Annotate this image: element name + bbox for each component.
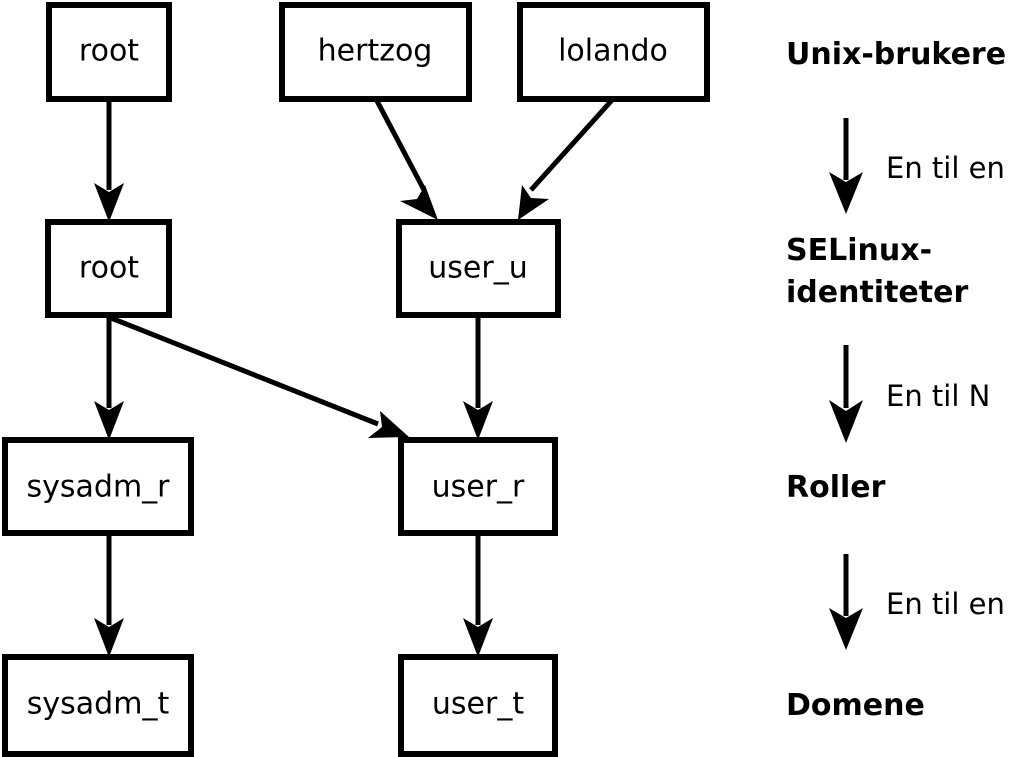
node-selinux-root[interactable]: root [45,219,172,318]
edge-unix-root-to-selinux-root [94,99,124,222]
edge-selinux-root-to-sysadm-r [94,318,124,440]
node-selinux-root-label: root [79,251,139,286]
node-role-sysadm-r-label: sysadm_r [27,470,171,505]
legend-layer-selinux-identities-line2: identiteter [786,275,968,310]
node-role-user-r-label: user_r [432,470,525,505]
legend-relation-role-to-domain: En til en [886,587,1005,621]
node-domain-user-t[interactable]: user_t [398,654,558,757]
node-selinux-user-u-label: user_u [428,251,527,286]
legend-arrow-identity-to-role [829,345,863,443]
node-domain-sysadm-t-label: sysadm_t [27,687,170,722]
legend-layer-unix-users: Unix-brukere [786,37,1006,72]
node-unix-root[interactable]: root [46,2,172,102]
edge-lolando-to-user-u [518,97,615,220]
legend-arrow-role-to-domain [829,554,863,650]
edge-user-r-to-user-t [463,536,493,657]
legend-relation-unix-to-identity: En til en [886,151,1005,185]
edge-hertzog-to-user-u [373,97,438,220]
node-unix-lolando[interactable]: lolando [517,2,710,102]
node-unix-hertzog-label: hertzog [318,34,433,69]
node-role-user-r[interactable]: user_r [398,437,558,536]
node-role-sysadm-r[interactable]: sysadm_r [2,437,194,536]
legend-relation-identity-to-role: En til N [886,379,990,413]
legend-layer-domains: Domene [786,688,925,723]
node-domain-user-t-label: user_t [432,687,524,722]
edge-sysadm-r-to-sysadm-t [94,536,124,657]
edge-selinux-root-to-user-r [110,315,409,438]
legend-layer-roles: Roller [786,470,886,505]
node-domain-sysadm-t[interactable]: sysadm_t [2,654,194,757]
node-unix-root-label: root [79,34,139,69]
node-unix-lolando-label: lolando [558,34,668,69]
node-unix-hertzog[interactable]: hertzog [279,2,472,102]
legend-arrow-unix-to-identity [829,118,863,214]
node-selinux-user-u[interactable]: user_u [396,219,561,318]
edge-user-u-to-user-r [463,318,493,440]
legend-layer-selinux-identities-line1: SELinux- [786,233,932,268]
